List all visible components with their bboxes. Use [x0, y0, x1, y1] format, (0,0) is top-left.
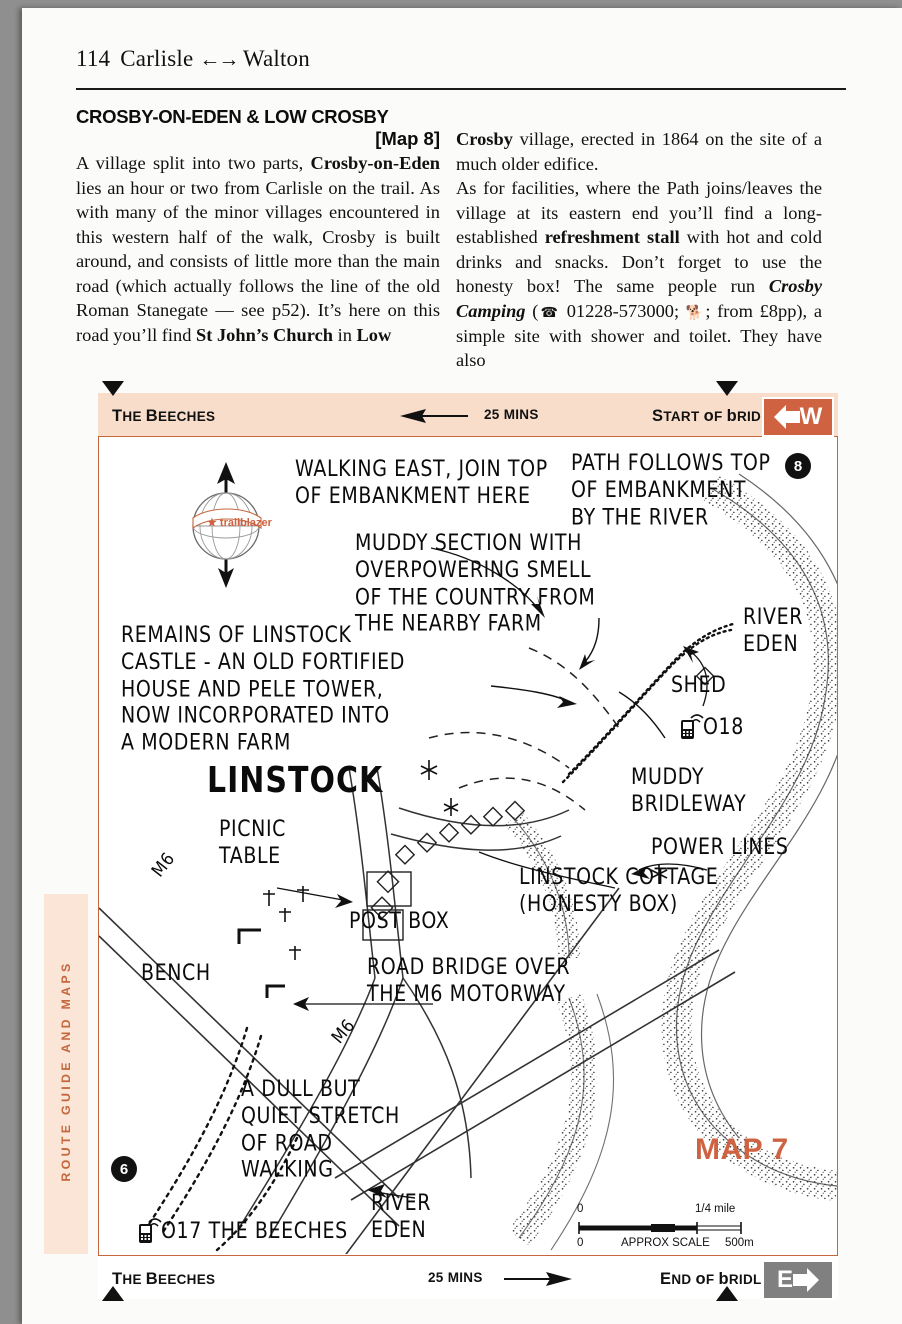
svg-text:★ trailblazer: ★ trailblazer [207, 517, 273, 529]
bottom-bar-time-unit: MINS [447, 1270, 483, 1285]
scale-bottom-mid: APPROX SCALE [621, 1237, 710, 1249]
marker-triangle-down-right [716, 381, 738, 396]
annotation-picnic-table: PICNIC TABLE [219, 816, 287, 869]
bottom-bar-time: 25 MINS [428, 1270, 483, 1285]
map-badge-6: 6 [111, 1156, 137, 1182]
direction-badge-west[interactable]: W [762, 397, 834, 437]
map-linework [99, 473, 837, 1254]
map-title: MAP 7 [695, 1133, 789, 1166]
compass-trailblazer-logo: ★ trailblazer [171, 460, 281, 590]
top-bar-time-value: 25 [484, 407, 500, 422]
arrow-left-icon [400, 409, 468, 423]
top-bar-left-label: THE BEECHES [112, 407, 216, 425]
marker-triangle-up-left [102, 1286, 124, 1301]
map-badge-8: 8 [785, 453, 811, 479]
top-bar-time: 25 MINS [484, 407, 539, 422]
annotation-walking-east: WALKING EAST, JOIN TOP OF EMBANKMENT HER… [295, 456, 548, 509]
annotation-path-follows: PATH FOLLOWS TOP OF EMBANKMENT BY THE RI… [571, 450, 771, 530]
scale-bar-graphic [578, 1222, 742, 1234]
annotation-linstock: LINSTOCK [207, 760, 384, 802]
arrow-left-icon [773, 405, 800, 429]
scale-bottom-right: 500m [725, 1237, 754, 1249]
bottom-bar-left-label: THE BEECHES [112, 1270, 216, 1288]
body-column-left: A village split into two parts, Crosby-o… [76, 153, 440, 345]
direction-badge-east[interactable]: E [762, 1260, 834, 1300]
marker-triangle-up-right [716, 1286, 738, 1301]
annotation-shed: SHED [671, 672, 727, 698]
scale-top-left: 0 [577, 1203, 584, 1215]
scale-top-right: 1/4 mile [695, 1203, 736, 1215]
annotation-river-eden-bot: RIVER EDEN [371, 1190, 432, 1243]
side-tab-label: ROUTE GUIDE AND MAPS [59, 960, 73, 1182]
map-bottom-bar: THE BEECHES 25 MINS END oF bRIDLEWAY E [98, 1255, 838, 1301]
section-title: CROSBY-ON-EDEN & LOW CROSBY [76, 106, 389, 127]
bidirectional-arrows-icon: ←→ [199, 47, 239, 71]
annotation-dull-quiet: A DULL BUT QUIET STRETCH OF ROAD WALKING [241, 1076, 400, 1183]
guidebook-page: 114 Carlisle ←→ Walton CROSBY-ON-EDEN & L… [22, 8, 902, 1324]
marker-triangle-down-left [102, 381, 124, 396]
annotation-bench: BENCH [141, 960, 211, 986]
route-map: THE BEECHES 25 MINS START oF bRIDLEWAY W… [98, 381, 838, 1301]
annotation-o18: O18 [703, 714, 744, 740]
map-drawing-canvas: ★ trailblazer 8 6 WALKING EAST, JOIN TOP… [99, 438, 837, 1254]
arrow-right-icon [793, 1268, 819, 1292]
header-divider [76, 88, 846, 90]
running-head-destination: Walton [242, 46, 310, 71]
section-side-tab: ROUTE GUIDE AND MAPS [44, 894, 88, 1254]
annotation-river-eden-top: RIVER EDEN [743, 604, 804, 657]
annotation-post-box: POST BOX [349, 908, 450, 934]
direction-letter-east: E [776, 1266, 793, 1293]
running-head-route: Carlisle [120, 46, 194, 71]
annotation-muddy-section: MUDDY SECTION WITH OVERPOWERING SMELL OF… [355, 530, 596, 637]
direction-letter-west: W [799, 403, 823, 430]
arrow-right-icon [504, 1272, 572, 1286]
annotation-muddy-bridleway: MUDDY BRIDLEWAY [631, 764, 747, 817]
mobile-signal-icon-018 [677, 710, 705, 745]
mobile-signal-icon-017 [135, 1214, 163, 1249]
top-bar-time-unit: MINS [503, 407, 539, 422]
annotation-linstock-cottage: LINSTOCK COTTAGE (HONESTY BOX) [519, 864, 719, 917]
annotation-o17-beeches: O17 THE BEECHES [161, 1218, 348, 1244]
running-head: 114 Carlisle ←→ Walton [76, 46, 846, 72]
annotation-linstock-castle: REMAINS OF LINSTOCK CASTLE - AN OLD FORT… [121, 622, 405, 756]
map-top-bar: THE BEECHES 25 MINS START oF bRIDLEWAY W [98, 381, 838, 437]
bottom-bar-time-value: 25 [428, 1270, 444, 1285]
scale-bottom-left: 0 [577, 1237, 584, 1249]
annotation-power-lines: POWER LINES [651, 834, 789, 860]
page-number: 114 [76, 46, 111, 71]
map-scale: 0 1/4 mile 0 APPROX S [577, 1203, 777, 1253]
map-reference: [Map 8] [375, 128, 440, 149]
annotation-road-bridge: ROAD BRIDGE OVER THE M6 MOTORWAY [367, 954, 571, 1007]
body-column-right: Crosby village, erected in 1864 on the s… [456, 129, 822, 371]
